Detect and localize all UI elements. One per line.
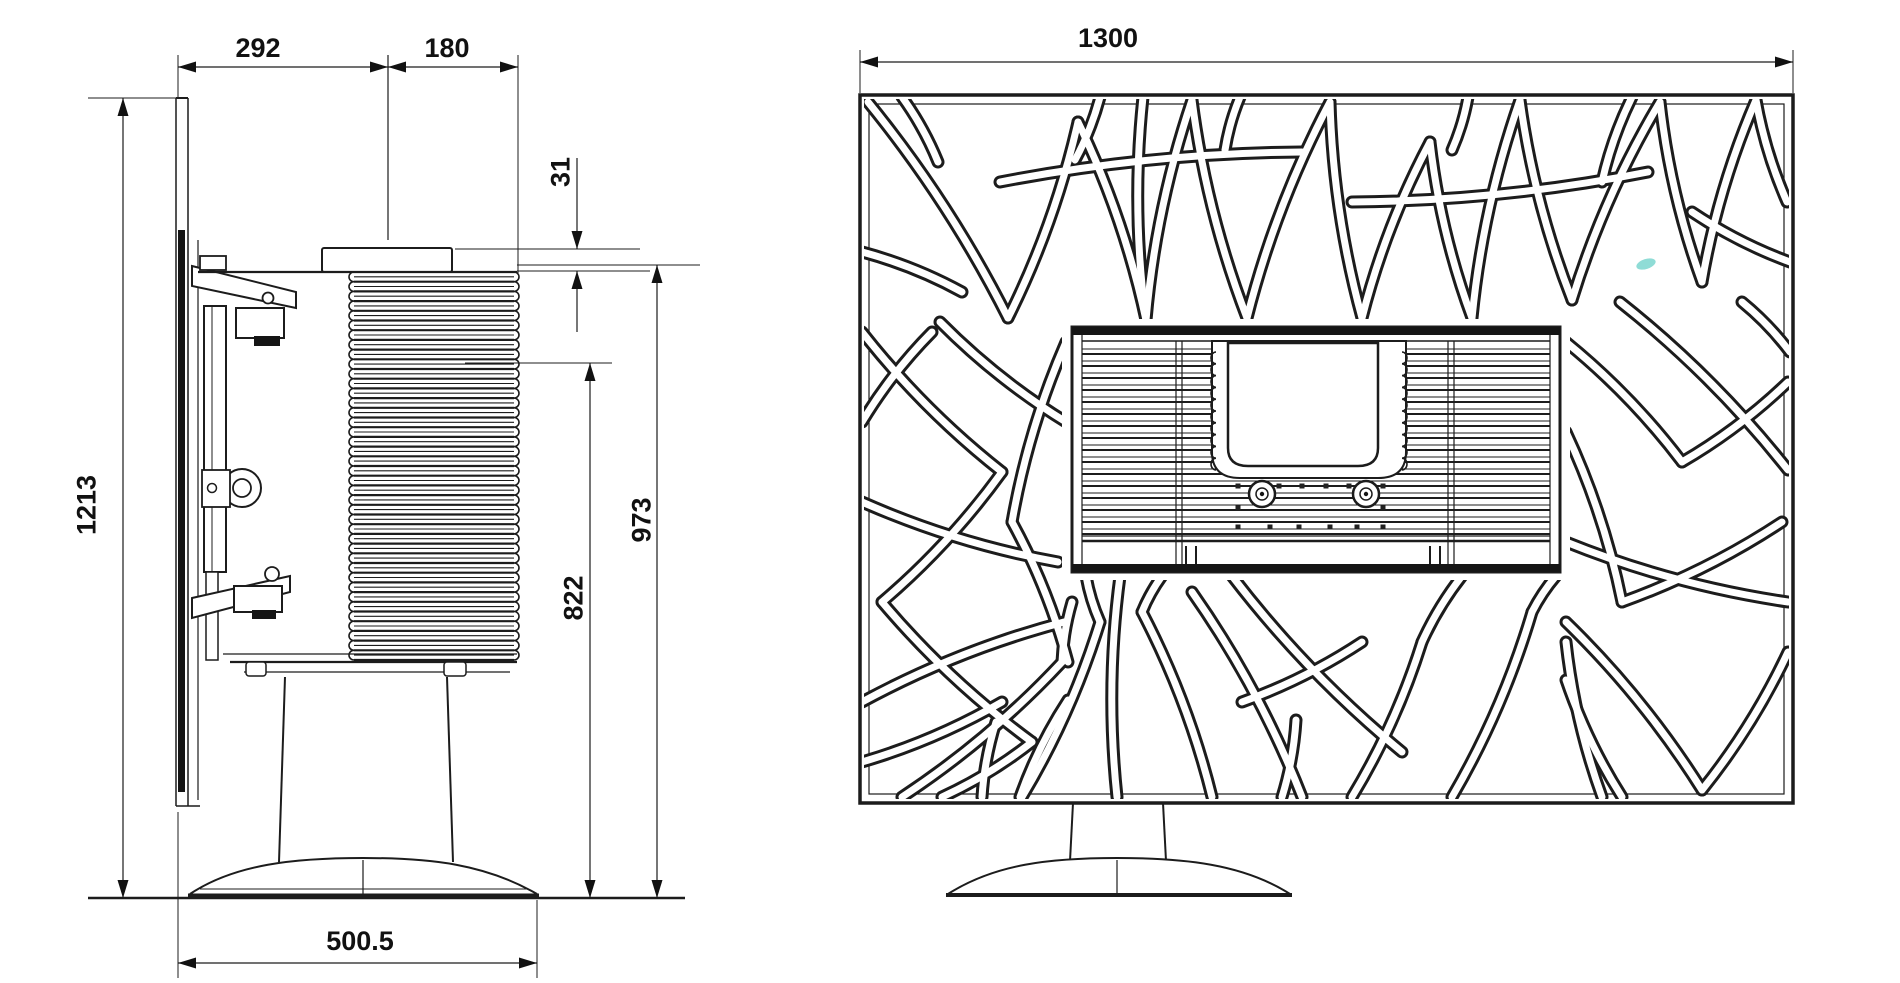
lower-clamp [233,585,283,613]
base-dome-front [947,856,1291,895]
dim-front-width-label: 1300 [1078,23,1138,53]
dim-body-height-label: 973 [626,497,656,542]
highlight-mark [1636,258,1656,270]
air-control-knob-left[interactable] [1247,479,1277,509]
side-ribs [348,271,520,662]
dim-base-width-label: 500.5 [326,926,394,956]
dim-overall-height-label: 1213 [71,475,101,535]
screw [206,482,218,494]
dim-wall-to-flue-label: 292 [235,33,280,63]
side-dimensions: 292 180 31 1213 973 822 [71,33,700,978]
window-scallops [1210,351,1408,471]
wall-rail [203,305,227,573]
insert-bottom-band [1072,564,1560,572]
dim-top-gap-label: 31 [545,157,575,187]
dim-flue-to-front-label: 180 [424,33,469,63]
pedestal-side [188,676,539,898]
vent-dots [1235,483,1386,530]
stove-body-side [198,247,520,677]
top-plate [321,247,453,273]
mounting-bracket [191,255,297,661]
front-dimension: 1300 [859,23,1794,93]
air-control-knob-right[interactable] [1351,479,1381,509]
pedestal-front [946,802,1292,897]
wall-panel [175,97,200,807]
lower-rod [205,571,219,661]
insert-top-band [1072,327,1560,335]
branch-pattern [864,99,1789,799]
stove-insert-front [1062,319,1570,580]
window-glass [1226,341,1380,468]
front-view: 1300 [858,23,1795,897]
dim-outlet-height-label: 822 [558,575,588,620]
side-view: 292 180 31 1213 973 822 [71,33,700,978]
upper-clamp [235,307,285,339]
